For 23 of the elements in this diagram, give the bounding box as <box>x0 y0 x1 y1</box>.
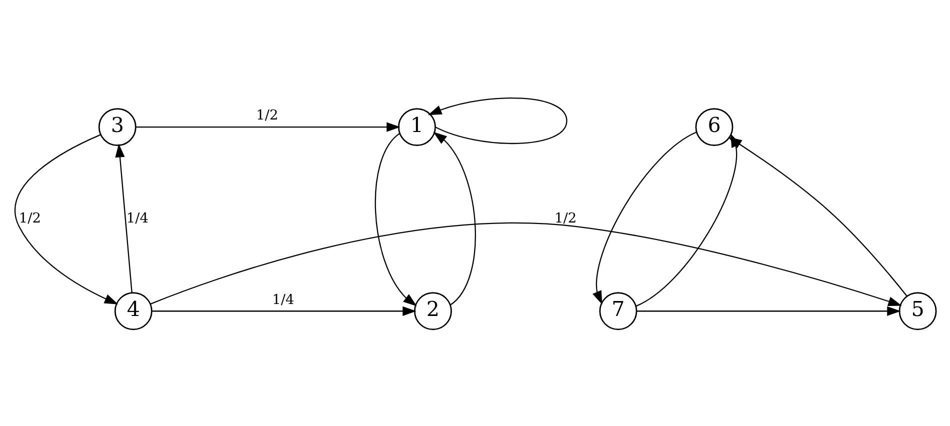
node-circle: 4 <box>114 292 152 330</box>
arrow <box>432 131 476 305</box>
arrow <box>427 96 567 144</box>
edge-label: 1/4 <box>126 210 148 226</box>
edge-label: 1/2 <box>256 107 278 124</box>
arrow <box>114 143 132 292</box>
node-circle: 2 <box>414 292 452 330</box>
arrow <box>136 122 400 132</box>
edge-label: 1/4 <box>272 291 294 308</box>
arrow <box>635 133 740 306</box>
node-circle: 3 <box>98 108 136 146</box>
edge-label: 1/2 <box>18 210 40 226</box>
node-circle: 5 <box>898 292 936 330</box>
arrow <box>592 131 696 304</box>
arrow <box>374 132 416 306</box>
arrow <box>150 222 902 306</box>
node-circle: 1 <box>397 108 436 146</box>
node-circle: 7 <box>598 292 637 330</box>
arrow <box>14 134 118 304</box>
arrow <box>636 306 900 316</box>
node-circle: 6 <box>694 108 733 146</box>
edge-label: 1/2 <box>554 210 576 226</box>
arrow <box>152 306 416 316</box>
